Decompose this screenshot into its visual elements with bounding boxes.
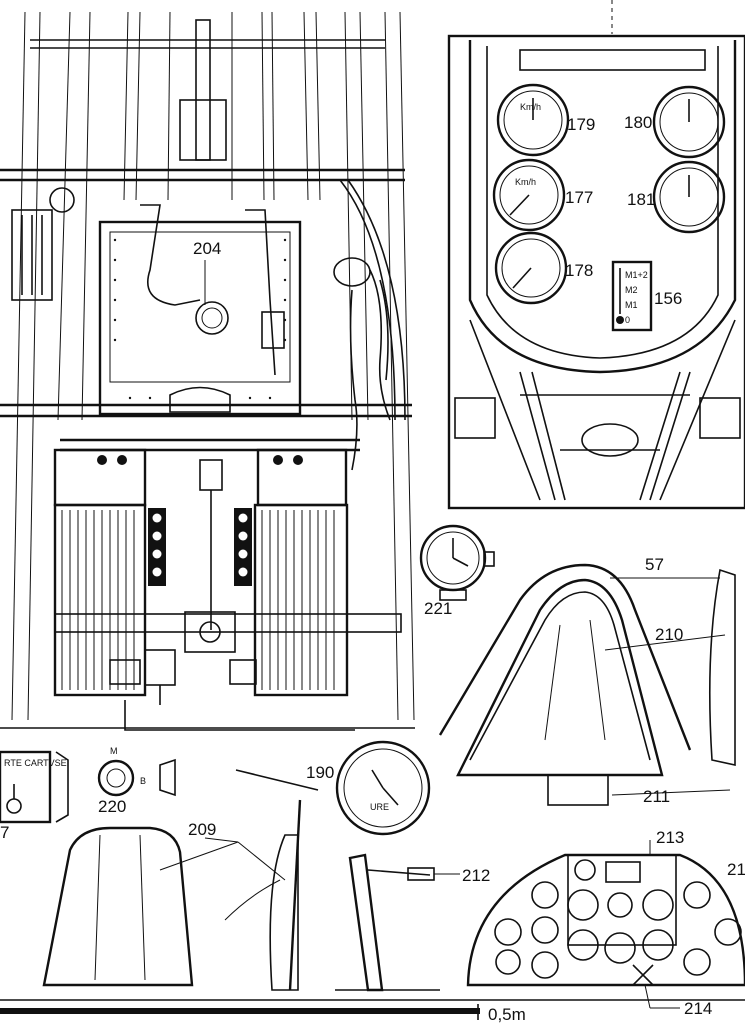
selector-m2: M2 bbox=[625, 285, 638, 295]
scale-bar: 0,5m bbox=[0, 999, 745, 1024]
control-stick bbox=[54, 459, 402, 731]
callout-211: 211 bbox=[643, 787, 670, 806]
selector-m12: M1+2 bbox=[625, 270, 648, 280]
magneto-selector-156: M1+2 M2 M1 0 bbox=[611, 260, 653, 332]
cartridge-plate: RTE CARTVSE 7 bbox=[0, 750, 69, 842]
bracket-212: 212 bbox=[335, 853, 490, 992]
gauge-180 bbox=[652, 85, 726, 159]
switch-m: M bbox=[110, 746, 118, 756]
windscreen-209: 209 bbox=[42, 769, 319, 991]
cockpit-top-view: 204 bbox=[0, 11, 415, 731]
callout-190: 190 bbox=[306, 763, 334, 782]
instrument-panel-213: 213 21 214 bbox=[466, 828, 745, 1018]
selector-0: 0 bbox=[625, 315, 630, 325]
switch-b: B bbox=[140, 776, 146, 786]
callout-177: 177 bbox=[565, 188, 593, 207]
callout-210: 210 bbox=[655, 625, 683, 644]
callout-156: 156 bbox=[654, 289, 682, 308]
callout-209: 209 bbox=[188, 820, 216, 839]
callout-179: 179 bbox=[567, 115, 595, 134]
callout-214: 214 bbox=[684, 999, 712, 1018]
callout-57: 57 bbox=[645, 555, 664, 574]
callout-21: 21 bbox=[727, 860, 745, 879]
callout-213: 213 bbox=[656, 828, 684, 847]
switch-220: M B 220 bbox=[97, 746, 176, 816]
clock-190-brand: URE bbox=[370, 802, 389, 812]
gauge-178 bbox=[494, 231, 568, 305]
cartridge-plate-text: RTE CARTVSE bbox=[4, 758, 67, 768]
instrument-panel-front: Km/h Km/h M1+2 M2 M1 bbox=[447, 34, 745, 510]
clock-221: 221 bbox=[419, 524, 495, 618]
gauge-179-unit: Km/h bbox=[520, 102, 541, 112]
gauge-181 bbox=[652, 160, 726, 234]
callout-180: 180 bbox=[624, 113, 652, 132]
gauge-177-unit: Km/h bbox=[515, 177, 536, 187]
pilot-seat bbox=[98, 204, 302, 416]
oxygen-hose bbox=[333, 257, 391, 471]
callout-178: 178 bbox=[565, 261, 593, 280]
gauge-179: Km/h bbox=[496, 83, 570, 157]
callout-7: 7 bbox=[0, 823, 9, 842]
callout-204: 204 bbox=[193, 239, 221, 258]
callout-220: 220 bbox=[98, 797, 126, 816]
callout-221: 221 bbox=[424, 599, 452, 618]
windscreen-frame: 57 210 211 bbox=[438, 555, 736, 806]
callout-181: 181 bbox=[627, 190, 655, 209]
selector-m1: M1 bbox=[625, 300, 638, 310]
clock-190: URE 190 bbox=[306, 740, 431, 836]
gauge-177: Km/h bbox=[492, 158, 566, 232]
scale-label: 0,5m bbox=[488, 1005, 526, 1024]
callout-212: 212 bbox=[462, 866, 490, 885]
fuel-tank-area bbox=[53, 448, 349, 697]
